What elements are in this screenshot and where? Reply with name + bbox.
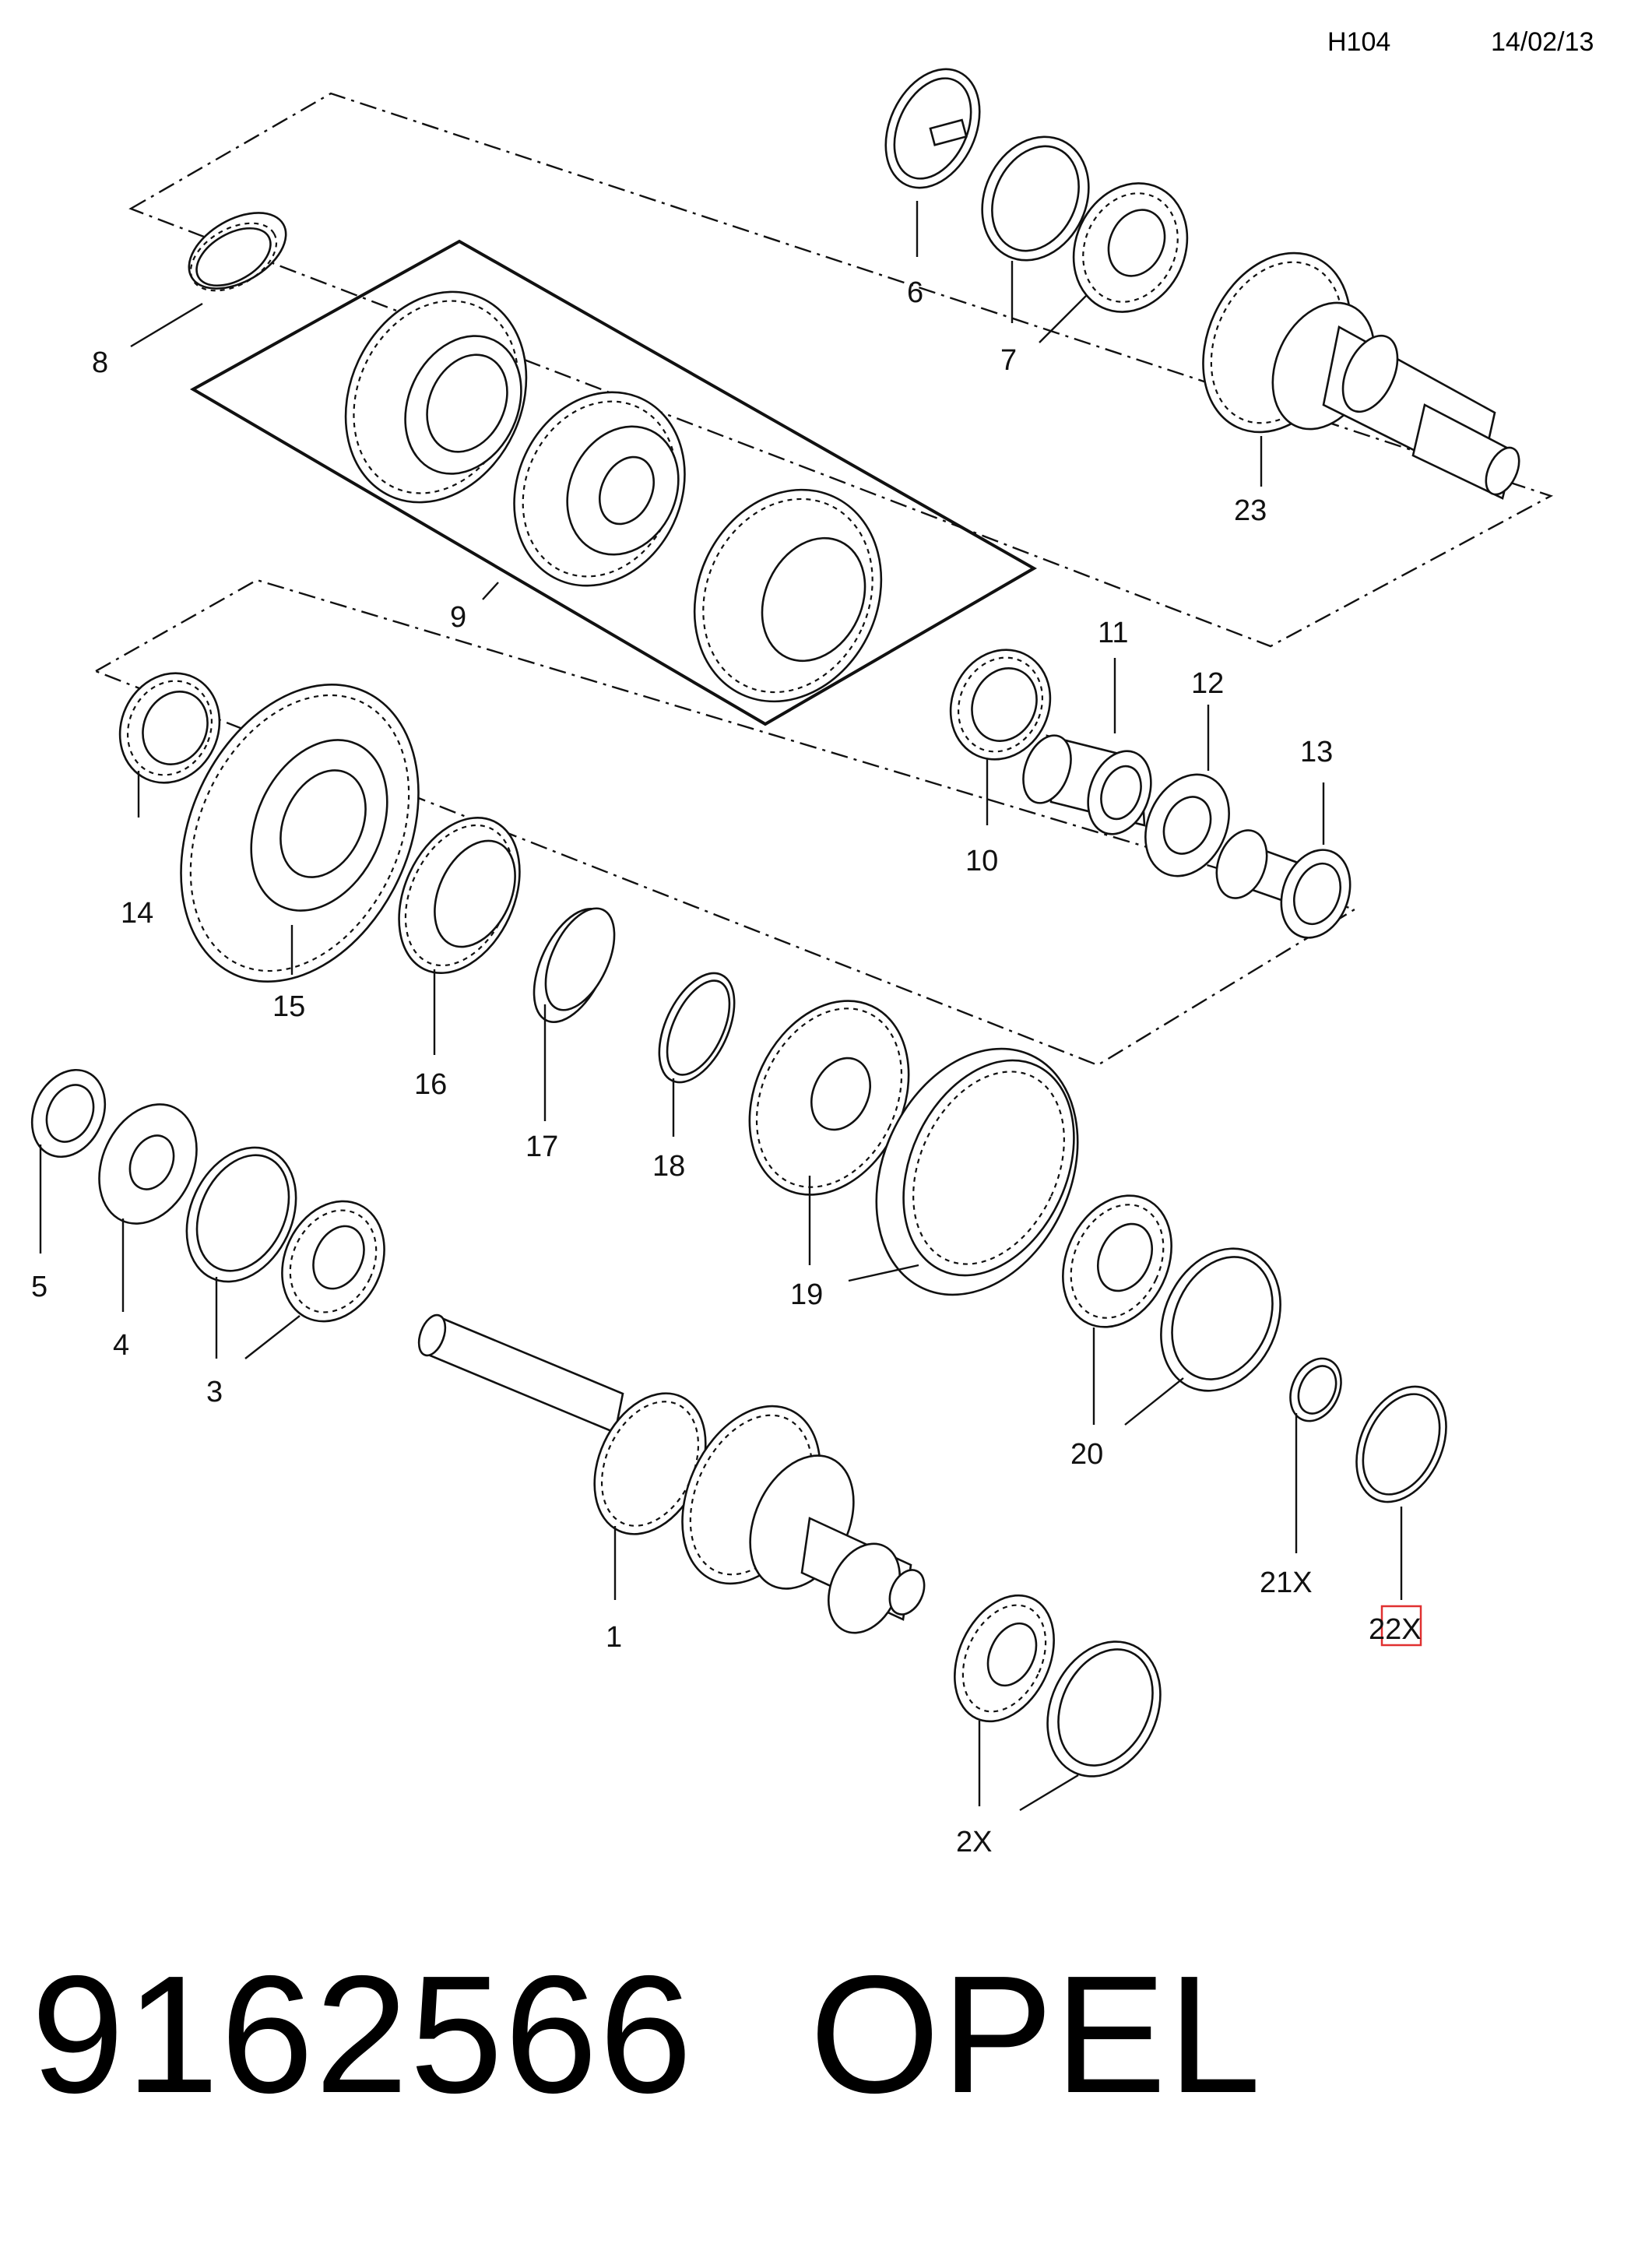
- callout-4: 4: [113, 1329, 129, 1362]
- callout-15: 15: [272, 990, 305, 1023]
- callout-21x: 21X: [1260, 1567, 1313, 1599]
- diagram-code: H104: [1327, 27, 1391, 57]
- callout-10: 10: [965, 845, 998, 877]
- part-18-circlip: [658, 972, 736, 1137]
- callout-19: 19: [790, 1278, 823, 1311]
- part-7-bearing: [981, 135, 1189, 343]
- part-12-thrust-washer: [1144, 705, 1230, 877]
- callout-20: 20: [1070, 1438, 1103, 1471]
- part-number: 9162566: [31, 1940, 694, 2128]
- part-22x-shim-ring: [1355, 1385, 1447, 1600]
- callout-13: 13: [1300, 736, 1333, 768]
- callout-1: 1: [606, 1621, 622, 1654]
- callout-14: 14: [121, 897, 153, 930]
- group-box-item-9: [189, 239, 1038, 726]
- part-4-shim: [98, 1103, 198, 1312]
- callout-highlight-22x: [1380, 1605, 1422, 1647]
- callout-7: 7: [1000, 344, 1017, 377]
- callout-11: 11: [1098, 617, 1128, 649]
- callout-22x: 22X: [1369, 1613, 1422, 1646]
- part-9-gear-set: [344, 290, 883, 703]
- callout-3: 3: [206, 1376, 223, 1408]
- callout-18: 18: [652, 1150, 685, 1183]
- part-11-sleeve: [1022, 658, 1152, 835]
- callout-23: 23: [1234, 494, 1267, 527]
- part-21x-circlip: [1289, 1357, 1342, 1553]
- callout-8: 8: [92, 346, 108, 379]
- part-14-needle-bearing: [118, 672, 221, 818]
- part-3-bearing: [185, 1146, 385, 1359]
- part-6-ring-with-pin: [884, 68, 981, 257]
- part-23-output-shaft: [1202, 251, 1520, 500]
- part-17-wire-spring: [533, 907, 616, 1121]
- group-outline-middle: [93, 578, 1357, 1067]
- part-2x-taper-bearing: [954, 1594, 1162, 1812]
- group-outline-upper: [128, 92, 1554, 648]
- diagram-date: 14/02/13: [1491, 27, 1594, 57]
- callout-9: 9: [450, 601, 466, 634]
- part-13-bush: [1215, 782, 1352, 939]
- part-10-needle-bearing: [949, 649, 1052, 825]
- part-19-synchro-hub: [748, 1000, 1079, 1296]
- callout-17: 17: [525, 1130, 558, 1163]
- callout-12: 12: [1191, 667, 1224, 700]
- part-5-seal: [30, 1068, 107, 1254]
- part-20-taper-bearing: [1062, 1194, 1281, 1426]
- brand-name: OPEL: [810, 1940, 1263, 2128]
- part-15-large-gear: [180, 684, 420, 983]
- callout-5: 5: [31, 1271, 47, 1303]
- part-1-input-shaft: [417, 1313, 926, 1634]
- part-8-needle-bearing: [130, 212, 287, 348]
- part-16-synchro-ring: [398, 817, 521, 1055]
- callout-16: 16: [414, 1068, 447, 1101]
- callout-6: 6: [907, 276, 923, 309]
- callout-2x: 2X: [956, 1826, 992, 1858]
